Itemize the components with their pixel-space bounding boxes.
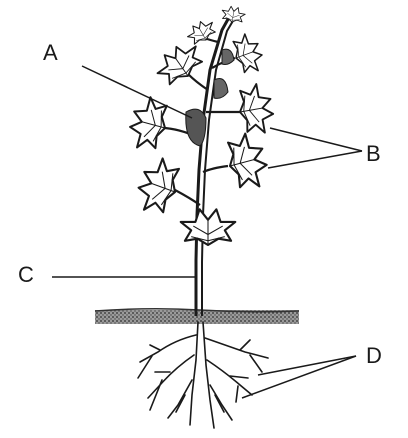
label-a: A [43,42,58,64]
leaf-4 [125,94,171,153]
leaf-6 [151,38,207,90]
leader-d-upper [258,356,356,375]
label-b: B [366,143,381,165]
root-system [138,322,268,428]
leaf-1 [181,209,236,245]
label-c: C [18,264,34,286]
shaded-bud [186,109,206,146]
label-d: D [366,345,382,367]
leaf-8 [184,17,218,47]
leader-b-upper [270,128,362,151]
leaf-2 [132,154,184,218]
leaf-3 [223,130,272,192]
leaf-7 [229,31,266,76]
leaf-9 [220,5,246,24]
leader-d-lower [242,356,356,398]
leader-b-lower [268,151,362,168]
